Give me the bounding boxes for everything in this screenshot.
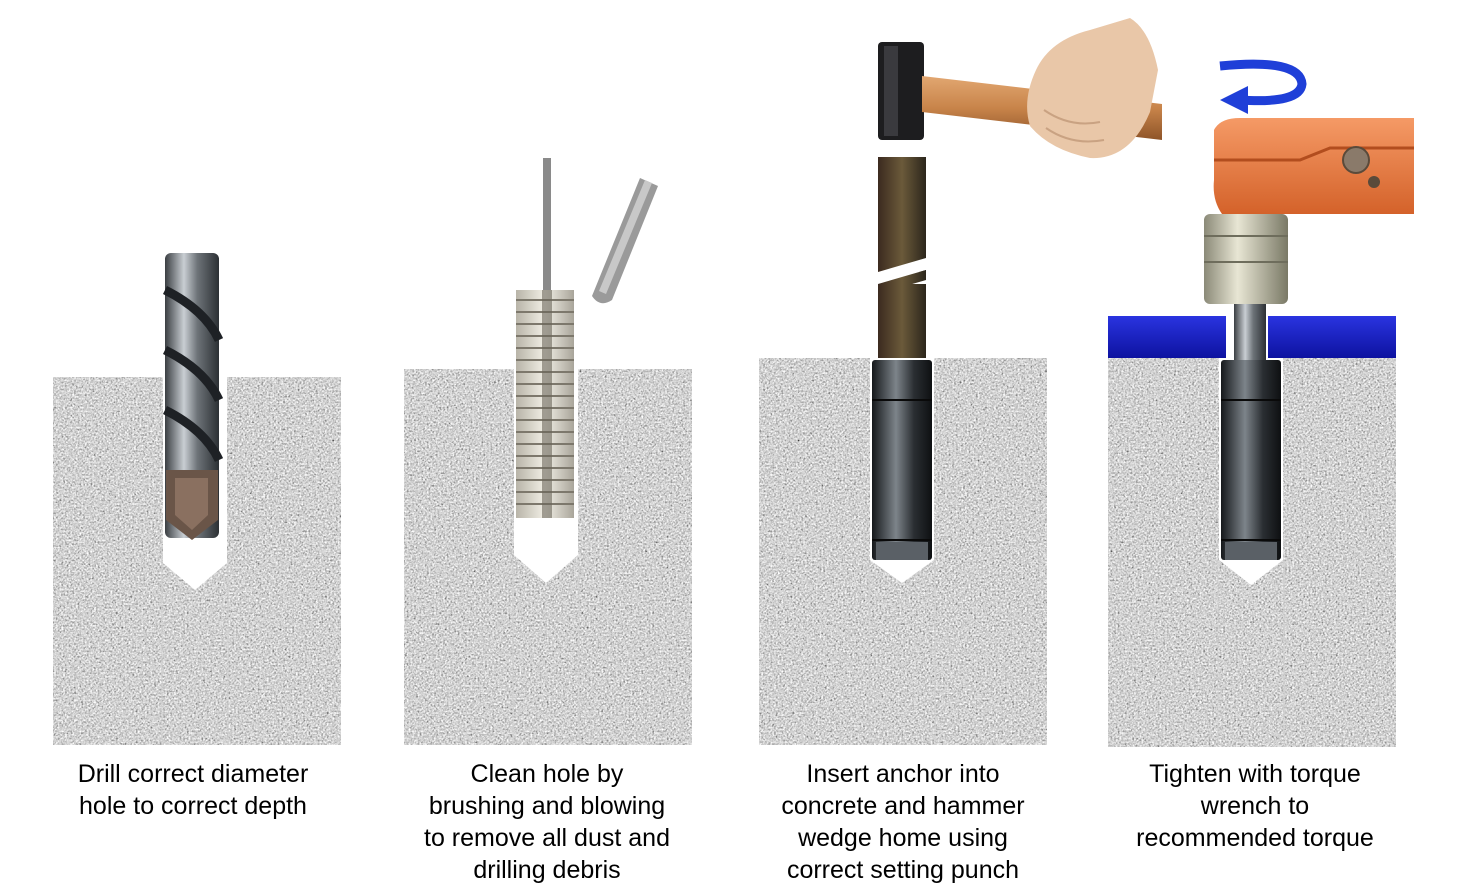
hammer-icon	[878, 18, 1162, 159]
caption-tighten: Tighten with torque wrench to recommende…	[1136, 760, 1374, 852]
hand-icon	[1027, 18, 1158, 159]
anchor-bolt-icon	[872, 360, 932, 560]
caption-insert: Insert anchor into concrete and hammer w…	[781, 760, 1025, 884]
step-clean	[404, 158, 692, 745]
step-tighten	[1108, 59, 1414, 747]
step-drill	[53, 253, 341, 745]
anchor-bolt-icon	[1221, 300, 1281, 560]
blow-pump-nozzle-icon	[592, 178, 658, 304]
socket-icon	[1204, 214, 1288, 304]
caption-clean: Clean hole by brushing and blowing to re…	[424, 760, 670, 884]
rotation-arrow-icon	[1219, 59, 1307, 114]
wire-brush-icon	[516, 158, 574, 518]
drill-bit-icon	[162, 253, 224, 540]
step-insert	[759, 18, 1162, 745]
setting-punch-icon	[878, 157, 926, 358]
torque-wrench-icon	[1213, 118, 1414, 214]
caption-drill: Drill correct diameter hole to correct d…	[77, 760, 309, 820]
